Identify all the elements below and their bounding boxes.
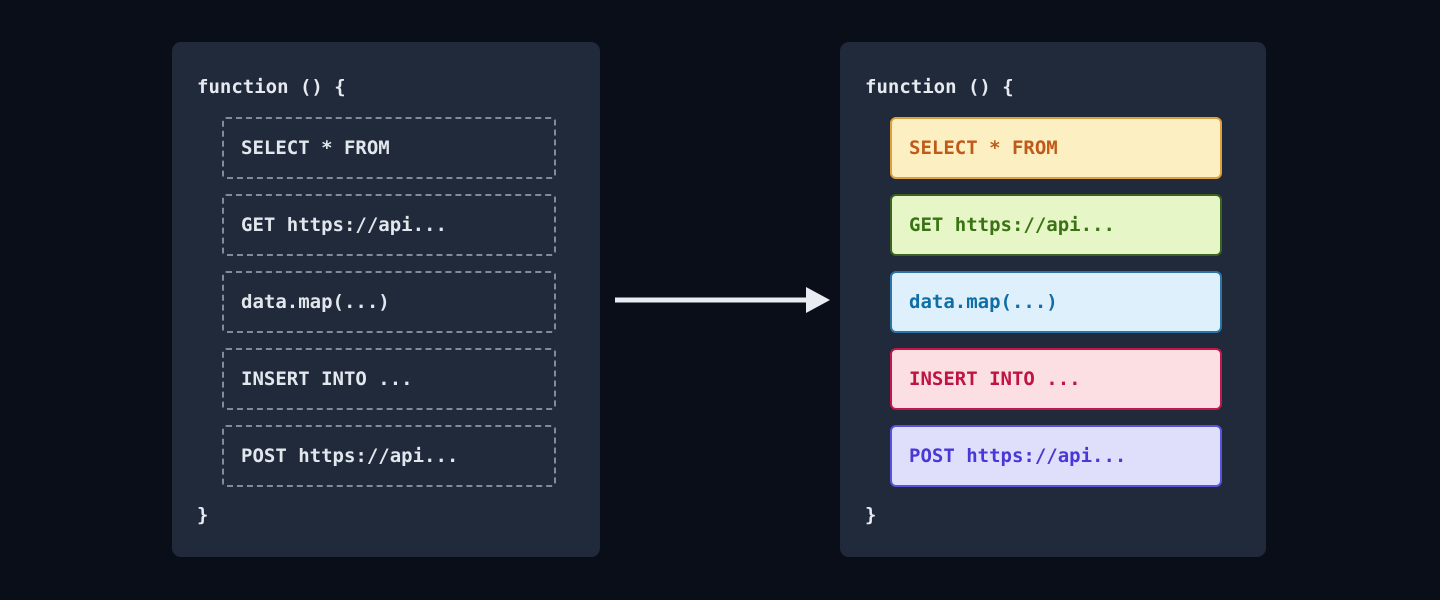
code-block: INSERT INTO ... [222, 348, 556, 410]
code-blocks-list: SELECT * FROM GET https://api... data.map(… [222, 117, 556, 487]
code-block: SELECT * FROM [890, 117, 1222, 179]
right-code-panel: function () { SELECT * FROM GET https://a… [840, 42, 1266, 557]
function-close-line: } [865, 504, 877, 526]
code-block: GET https://api... [890, 194, 1222, 256]
function-close-line: } [197, 504, 209, 526]
code-block: GET https://api... [222, 194, 556, 256]
code-block: POST https://api... [222, 425, 556, 487]
code-block: data.map(...) [222, 271, 556, 333]
code-blocks-list: SELECT * FROM GET https://api... data.map(… [890, 117, 1222, 487]
code-block: INSERT INTO ... [890, 348, 1222, 410]
code-block: POST https://api... [890, 425, 1222, 487]
function-open-line: function () { [197, 76, 346, 98]
arrow-head [806, 287, 830, 313]
function-open-line: function () { [865, 76, 1014, 98]
code-block: SELECT * FROM [222, 117, 556, 179]
code-block: data.map(...) [890, 271, 1222, 333]
transform-arrow-icon [615, 287, 830, 313]
left-code-panel: function () { SELECT * FROM GET https://a… [172, 42, 600, 557]
